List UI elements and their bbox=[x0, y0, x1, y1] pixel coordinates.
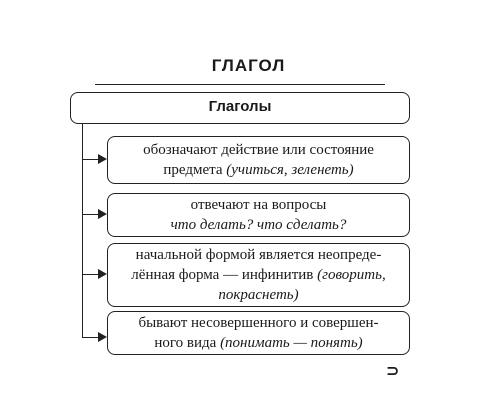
item-3-examples-start: (говорить, bbox=[317, 267, 386, 283]
item-box-questions: отвечают на вопросы что делать? что сдел… bbox=[107, 193, 410, 237]
item-box-aspect: бывают несовершенного и совершен- ного в… bbox=[107, 311, 410, 355]
item-2-line-1: отвечают на вопросы bbox=[190, 197, 327, 213]
item-box-infinitive: начальной формой является неопреде- лённ… bbox=[107, 243, 410, 307]
connector-branch-2 bbox=[82, 214, 100, 215]
item-1-line-1: обозначают действие или состояние bbox=[143, 142, 374, 158]
arrowhead-2 bbox=[98, 209, 107, 219]
arrowhead-3 bbox=[98, 269, 107, 279]
item-1-line-2: предмета (учиться, зеленеть) bbox=[108, 160, 409, 180]
section-end-icon: ⊃ bbox=[386, 361, 400, 380]
item-4-line-1: бывают несовершенного и совершен- bbox=[138, 315, 379, 331]
title-underline bbox=[95, 84, 385, 85]
item-2-questions: что делать? что сделать? bbox=[170, 217, 347, 233]
item-1-line-2-text: предмета bbox=[163, 162, 227, 178]
item-3-line-1: начальной формой является неопреде- bbox=[135, 247, 382, 263]
item-1-examples: (учиться, зеленеть) bbox=[226, 162, 354, 178]
connector-branch-3 bbox=[82, 274, 100, 275]
arrowhead-1 bbox=[98, 154, 107, 164]
item-box-meaning: обозначают действие или состояние предме… bbox=[107, 136, 410, 184]
connector-trunk bbox=[82, 124, 83, 338]
connector-branch-4 bbox=[82, 337, 100, 338]
item-4-examples: (понимать — понять) bbox=[220, 335, 363, 351]
item-4-line-2: ного вида (понимать — понять) bbox=[108, 333, 409, 353]
root-box-verbs: Глаголы bbox=[70, 92, 410, 124]
item-4-line-2-text: ного вида bbox=[154, 335, 221, 351]
item-3-examples-end: покраснеть) bbox=[218, 287, 299, 303]
connector-branch-1 bbox=[82, 159, 100, 160]
diagram-title: ГЛАГОЛ bbox=[211, 56, 286, 75]
item-3-line-2-text: лённая форма — инфинитив bbox=[131, 267, 318, 283]
item-3-line-2: лённая форма — инфинитив (говорить, bbox=[108, 265, 409, 285]
arrowhead-4 bbox=[98, 332, 107, 342]
